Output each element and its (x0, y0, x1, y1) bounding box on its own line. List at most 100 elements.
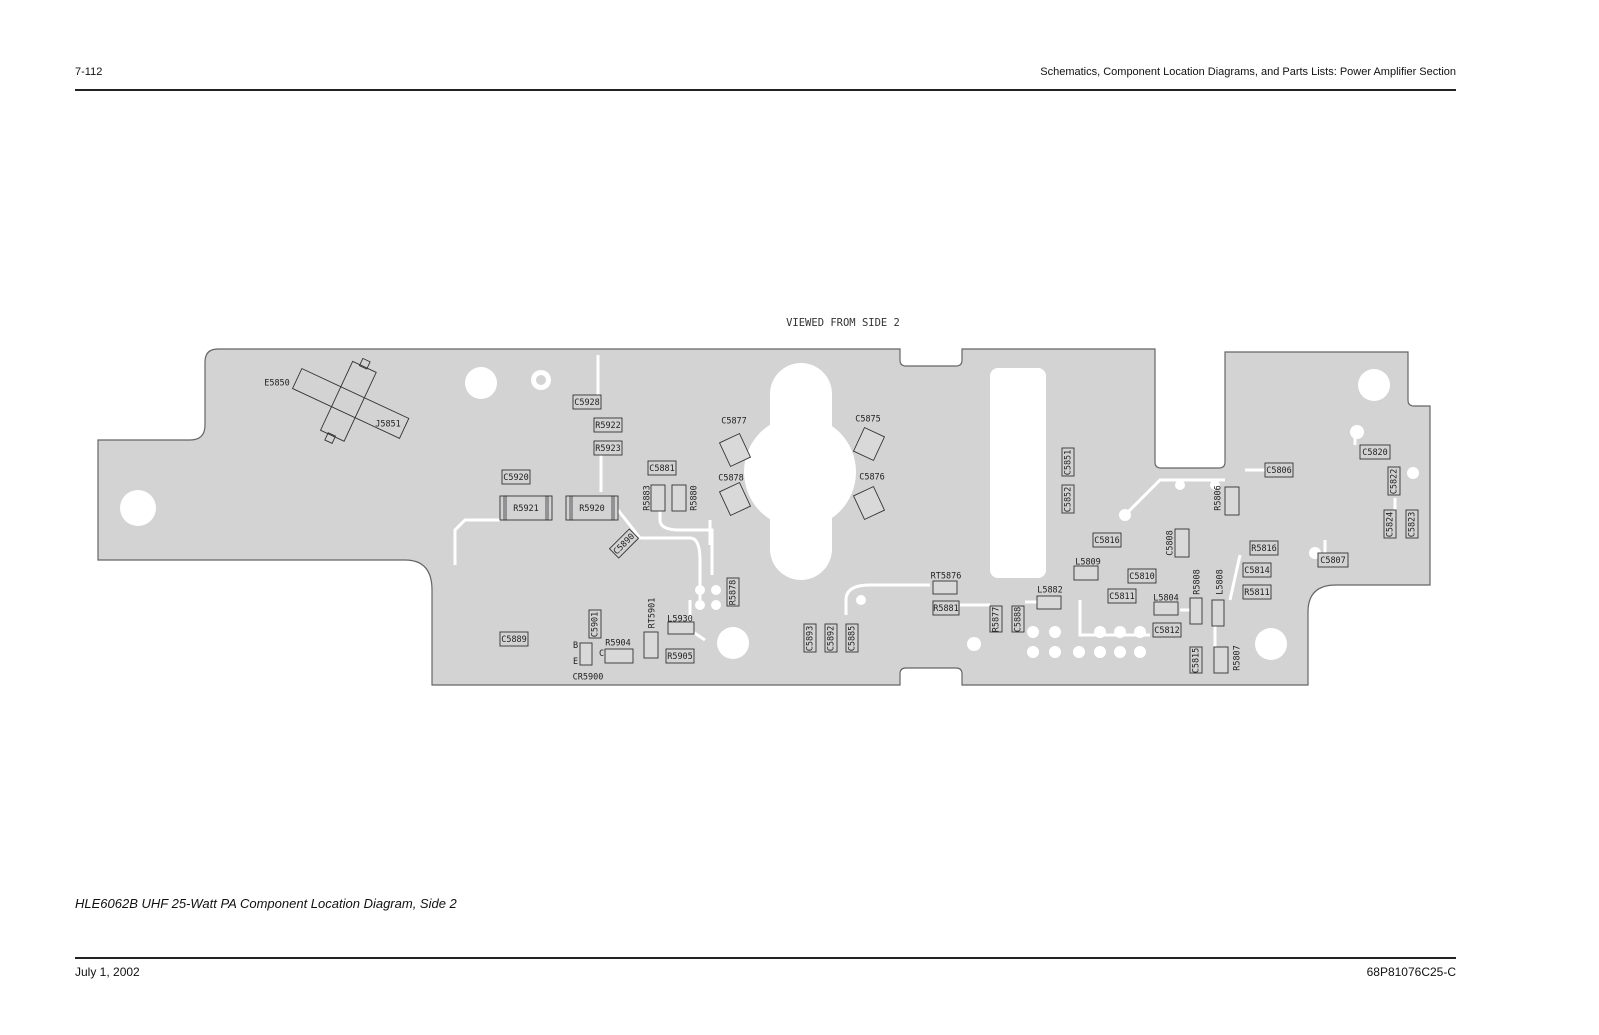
component-c5824: C5824 (1383, 509, 1397, 539)
component-c5893: C5893 (803, 623, 817, 653)
footer-rule (75, 957, 1456, 959)
component-c5889: C5889 (499, 631, 529, 647)
section-title: Schematics, Component Location Diagrams,… (1040, 66, 1456, 78)
component-c5878: C5878 (718, 474, 752, 517)
component-label: R5878 (729, 580, 739, 606)
component-label: C5881 (649, 464, 675, 474)
component-body (499, 495, 553, 521)
component-body (718, 432, 752, 468)
component-body (650, 484, 666, 512)
component-body (1264, 462, 1294, 478)
component-label: C5920 (503, 473, 529, 483)
component-body (1213, 646, 1229, 674)
component-c5812: C5812 (1152, 622, 1182, 638)
component-label: C5814 (1244, 566, 1270, 576)
connector-j5851 (291, 357, 410, 444)
component-label: C5877 (721, 417, 747, 427)
pin-e-label: E (573, 657, 578, 667)
component-c5820: C5820 (1359, 444, 1391, 460)
component-l5804: L5804 (1153, 594, 1179, 616)
component-body (501, 469, 531, 485)
pin-c-label: C (599, 649, 604, 659)
component-label: R5923 (595, 444, 621, 454)
component-c5808: C5808 (1166, 528, 1190, 558)
component-body (593, 417, 623, 433)
component-r5904: R5904 (604, 639, 634, 664)
component-rt5901: RT5901 (643, 598, 659, 659)
component-label: J5851 (375, 420, 401, 430)
component-body (824, 623, 838, 653)
component-r5881: R5881 (932, 600, 960, 616)
component-label: C5885 (848, 626, 858, 652)
vias (695, 425, 1419, 658)
component-c5928: C5928 (572, 394, 602, 410)
component-l5808: L5808 (1211, 569, 1226, 627)
component-r5905: R5905 (665, 648, 695, 664)
view-label: VIEWED FROM SIDE 2 (786, 317, 900, 329)
component-rt5876: RT5876 (931, 572, 962, 595)
component-label: C5928 (574, 398, 600, 408)
header-rule (75, 89, 1456, 91)
component-label: RT5876 (931, 572, 962, 582)
component-label: R5881 (933, 604, 959, 614)
component-body (588, 609, 602, 639)
component-body (1359, 444, 1391, 460)
component-label: R5880 (690, 485, 700, 511)
component-r5920: R5920 (565, 495, 619, 521)
component-body (1061, 447, 1075, 477)
component-label: C5851 (1064, 450, 1074, 476)
component-body (608, 528, 640, 559)
component-label: L5808 (1216, 569, 1226, 595)
component-label: C5823 (1408, 512, 1418, 538)
component-label: C5824 (1386, 512, 1396, 538)
component-l5882: L5882 (1036, 586, 1063, 610)
component-label: R5904 (605, 639, 631, 649)
component-label: CR5900 (573, 673, 604, 683)
component-label: C5893 (806, 626, 816, 652)
component-label: L5809 (1075, 558, 1101, 568)
mounting-holes (120, 367, 1390, 660)
component-label: R5811 (1244, 588, 1270, 598)
component-body (1153, 601, 1179, 616)
component-c5877: C5877 (718, 417, 752, 468)
component-body (499, 631, 529, 647)
component-c5815: C5815 (1189, 646, 1203, 674)
component-body (852, 485, 886, 521)
component-j5851: J5851 (375, 420, 401, 430)
component-body (1383, 509, 1397, 539)
component-r5806: R5806 (1214, 485, 1240, 516)
component-r5878: R5878 (726, 577, 740, 607)
component-r5807: R5807 (1213, 645, 1243, 674)
component-label: R5922 (595, 421, 621, 431)
component-label: C5806 (1266, 466, 1292, 476)
component-body (1092, 532, 1122, 548)
component-body (667, 621, 695, 635)
component-body (1073, 565, 1099, 581)
component-body (932, 600, 960, 616)
component-r5877: R5877 (989, 605, 1003, 633)
component-label: C5888 (1014, 607, 1024, 633)
component-body (665, 648, 695, 664)
component-label: C5812 (1154, 626, 1180, 636)
component-c5852: C5852 (1061, 484, 1075, 514)
component-label: C5820 (1362, 448, 1388, 458)
heatsink-cutout (990, 368, 1046, 578)
component-l5930: L5930 (667, 615, 695, 635)
component-e5850: E5850 (264, 379, 290, 389)
component-body (565, 495, 619, 521)
figure-caption: HLE6062B UHF 25-Watt PA Component Locati… (75, 896, 457, 911)
component-c5892: C5892 (824, 623, 838, 653)
component-body (572, 394, 602, 410)
component-label: C5822 (1390, 469, 1400, 495)
component-label: L5882 (1037, 586, 1063, 596)
component-label: C5875 (855, 415, 881, 425)
component-c5901: C5901 (588, 609, 602, 639)
component-body (1317, 552, 1349, 568)
component-label: C5816 (1094, 536, 1120, 546)
component-body (604, 648, 634, 664)
component-body (593, 440, 623, 456)
component-c5806: C5806 (1264, 462, 1294, 478)
component-r5816: R5816 (1249, 540, 1279, 556)
